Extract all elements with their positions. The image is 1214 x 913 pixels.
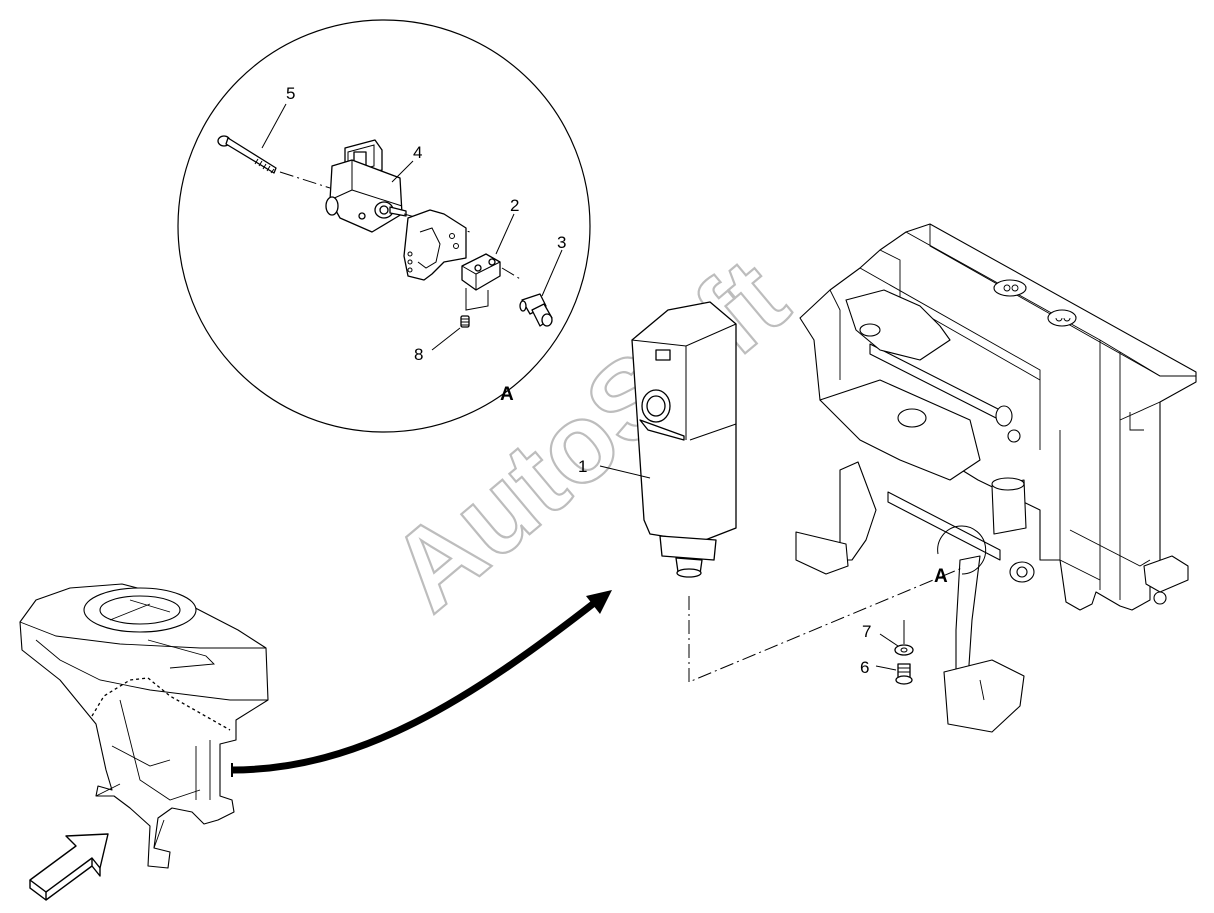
leader-3: [541, 249, 563, 297]
leader-4: [391, 160, 414, 183]
pedal-box-assembly: [795, 223, 1197, 733]
spacer-part-2: [461, 253, 501, 291]
switch-installation-line: [688, 567, 963, 683]
screw-part-6: [875, 663, 913, 685]
tractor-location-view: [19, 583, 269, 869]
location-arrow: [231, 590, 612, 777]
callout-3: 3: [557, 233, 566, 252]
callout-5: 5: [286, 84, 295, 103]
bolt-part-5: [217, 135, 277, 174]
pin-part-3: [519, 293, 553, 327]
switch-part-1: [599, 301, 737, 578]
callout-2: 2: [510, 196, 519, 215]
leader-1: [599, 465, 651, 479]
detail-ref-label-a: A: [934, 566, 948, 587]
sensor-part-4: [325, 139, 407, 233]
detail-circle: [177, 19, 591, 433]
leader-2: [495, 213, 515, 255]
spacer-screw-guide: [465, 288, 489, 311]
callout-1: 1: [578, 457, 587, 476]
washer-part-7: [879, 620, 914, 656]
pedal-bracket-plate: [403, 209, 467, 281]
view-direction-arrow-icon: [29, 833, 109, 901]
detail-label-a: A: [500, 384, 514, 405]
set-screw-part-8: [460, 315, 470, 328]
callout-6: 6: [860, 658, 869, 677]
leader-8: [431, 327, 461, 351]
callout-7: 7: [862, 622, 871, 641]
spacer-axis-line: [501, 267, 523, 281]
bolt-axis-line: [279, 171, 331, 189]
detail-view-a: [177, 19, 591, 433]
callout-4: 4: [413, 143, 422, 162]
leader-5: [261, 103, 287, 149]
callout-8: 8: [414, 345, 423, 364]
detail-ref-circle: [937, 525, 987, 575]
